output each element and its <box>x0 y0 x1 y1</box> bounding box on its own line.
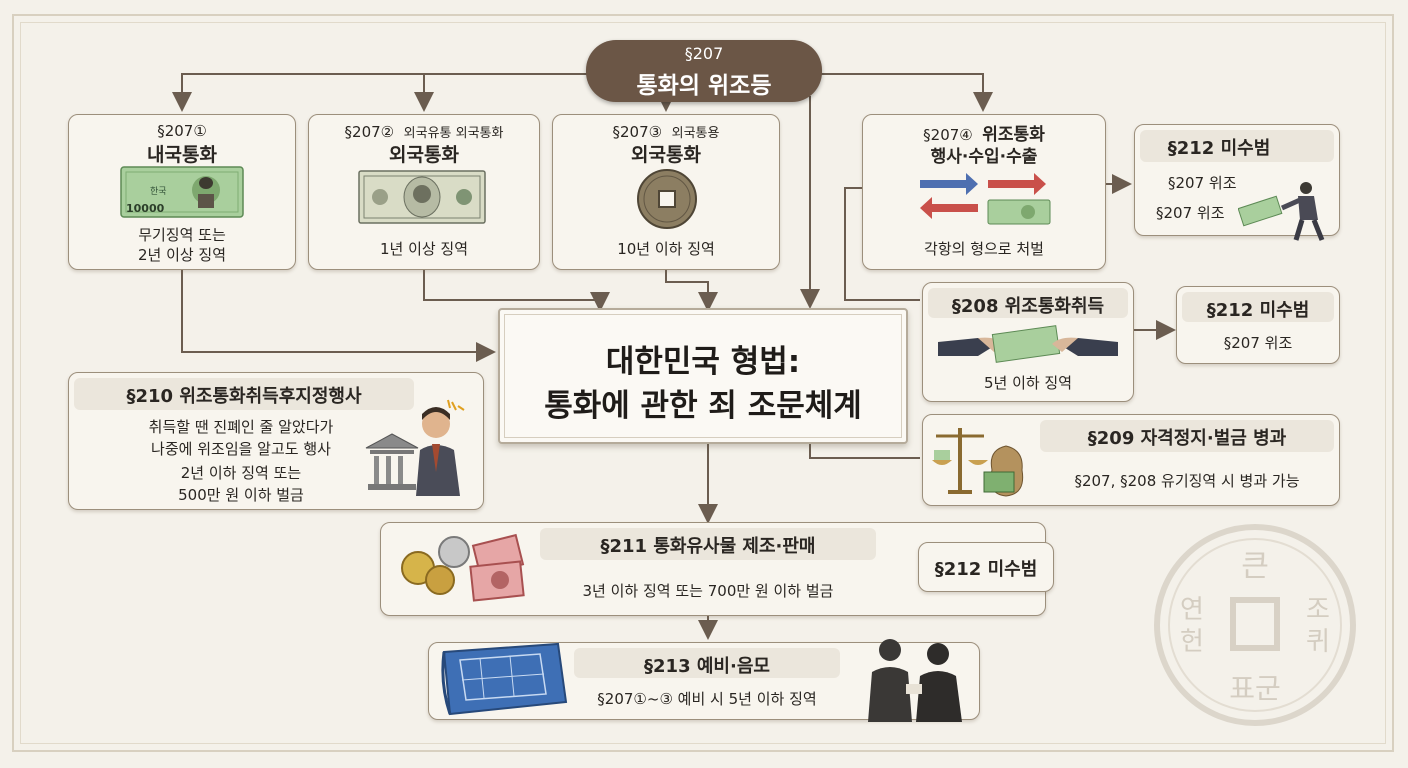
node-207-1-title: 내국통화 <box>147 144 217 166</box>
node-208-title: §208 위조통화취득 <box>951 296 1105 317</box>
node-207-4-header: §207④ 위조통화 <box>862 120 1106 145</box>
arrow-207-2-to-center <box>423 270 610 312</box>
node-207-3-header: §207③ 외국통용 <box>552 122 780 141</box>
node-207-4 <box>862 114 1106 270</box>
svg-text:한국: 한국 <box>150 186 167 197</box>
seal-char-right2: 퀴 <box>1306 627 1330 657</box>
node-208-band <box>928 288 1128 318</box>
node-207-3-subtitle: 외국통용 <box>671 126 720 141</box>
scales-money-icon <box>932 428 1024 497</box>
old-coin-icon <box>637 169 697 229</box>
root-title: 통화의 위조등 <box>636 73 772 99</box>
center-title-box <box>498 308 908 444</box>
node-207-2-header: §207② 외국유통 외국통화 <box>308 122 540 141</box>
dollar-banknote-icon <box>358 170 486 224</box>
coins-stamps-icon <box>401 533 525 602</box>
node-210-line4: 500만 원 이하 벌금 <box>178 486 304 504</box>
node-210-line2: 나중에 위조임을 알고도 행사 <box>151 440 331 458</box>
node-207-root <box>586 40 822 102</box>
arrow-207-3-to-center <box>665 270 718 312</box>
seal-char-left2: 헌 <box>1180 627 1204 657</box>
seal-char-left: 연 <box>1180 595 1204 625</box>
blueprint-icon <box>441 642 568 716</box>
node-210-band <box>74 378 414 410</box>
node-207-2-subtitle: 외국유통 외국통화 <box>403 126 504 141</box>
node-212-b-line1: §207 위조 <box>1223 334 1293 352</box>
node-209-band <box>1040 420 1334 452</box>
node-207-4-title-1: 위조통화 <box>982 125 1045 145</box>
node-212-b-band <box>1182 292 1334 322</box>
decorative-frame-inner <box>20 22 1386 744</box>
center-title-line2: 통화에 관한 죄 조문체계 <box>544 388 862 424</box>
node-210-line3: 2년 이하 징역 또는 <box>180 464 302 482</box>
node-207-4-penalty: 각항의 형으로 처벌 <box>924 240 1044 258</box>
node-211-band <box>540 528 876 560</box>
node-209-line1: §207, §208 유기징역 시 병과 가능 <box>1074 472 1300 490</box>
node-212-b-title: §212 미수범 <box>1206 300 1310 321</box>
node-207-1-penalty-2: 2년 이상 징역 <box>137 246 227 264</box>
node-211-title: §211 통화유사물 제조·판매 <box>600 536 816 557</box>
node-213-line1: §207①~③ 예비 시 5년 이하 징역 <box>597 690 817 708</box>
node-207-4-section: §207④ <box>923 126 973 144</box>
node-207-2-section: §207② <box>344 123 395 141</box>
handing-money-icon <box>938 325 1118 363</box>
arrow-root-to-207-4 <box>820 73 993 112</box>
node-212-a-band <box>1140 130 1334 162</box>
node-207-2-penalty: 1년 이상 징역 <box>379 240 469 258</box>
import-export-arrows-icon <box>920 173 1051 225</box>
node-212-a-line1: §207 위조 <box>1168 174 1237 192</box>
node-212-a-line2: §207 위조 <box>1156 204 1225 222</box>
node-207-3-penalty: 10년 이하 징역 <box>617 240 715 258</box>
center-title-line1: 대한민국 형법: <box>605 344 801 380</box>
node-209-title: §209 자격정지·벌금 병과 <box>1087 428 1287 449</box>
node-212-a-title: §212 미수범 <box>1167 138 1271 159</box>
person-pushing-money-icon <box>1238 182 1325 241</box>
node-208-penalty: 5년 이하 징역 <box>983 374 1073 392</box>
node-207-4-title-2: 행사·수입·수출 <box>930 147 1038 167</box>
node-211-line1: 3년 이하 징역 또는 700만 원 이하 벌금 <box>582 582 834 600</box>
seal-char-bottom: 표군 <box>1229 672 1281 705</box>
decorative-frame <box>12 14 1394 752</box>
arrow-207-1-to-center <box>181 270 496 362</box>
arrow-root-to-207-1 <box>172 73 588 112</box>
root-section: §207 <box>684 44 724 63</box>
node-212-c-title: §212 미수범 <box>934 559 1038 580</box>
node-207-1-penalty-1: 무기징역 또는 <box>138 226 226 244</box>
line-207-4-to-208 <box>844 187 920 301</box>
bank-worried-person-icon <box>365 399 465 496</box>
node-213-band <box>574 648 840 678</box>
node-207-3-section: §207③ <box>612 123 663 141</box>
node-212-attempt-c <box>918 542 1054 592</box>
node-213-title: §213 예비·음모 <box>644 656 770 677</box>
seal-char-right: 조 <box>1306 595 1330 625</box>
coin-seal-watermark: 큰 연 헌 조 퀴 표군 <box>1154 524 1356 726</box>
node-210-title: §210 위조통화취득후지정행사 <box>126 386 362 407</box>
node-207-2-title: 외국통화 <box>389 144 459 166</box>
node-207-3-title: 외국통화 <box>631 144 701 166</box>
korean-banknote-icon: 한국 10000 <box>120 166 244 218</box>
node-207-1-section: §207① <box>157 122 207 140</box>
seal-char-top: 큰 <box>1241 549 1269 584</box>
svg-text:10000: 10000 <box>126 202 165 215</box>
node-210-line1: 취득할 땐 진폐인 줄 알았다가 <box>148 418 334 436</box>
two-conspirators-silhouette-icon <box>868 639 962 722</box>
